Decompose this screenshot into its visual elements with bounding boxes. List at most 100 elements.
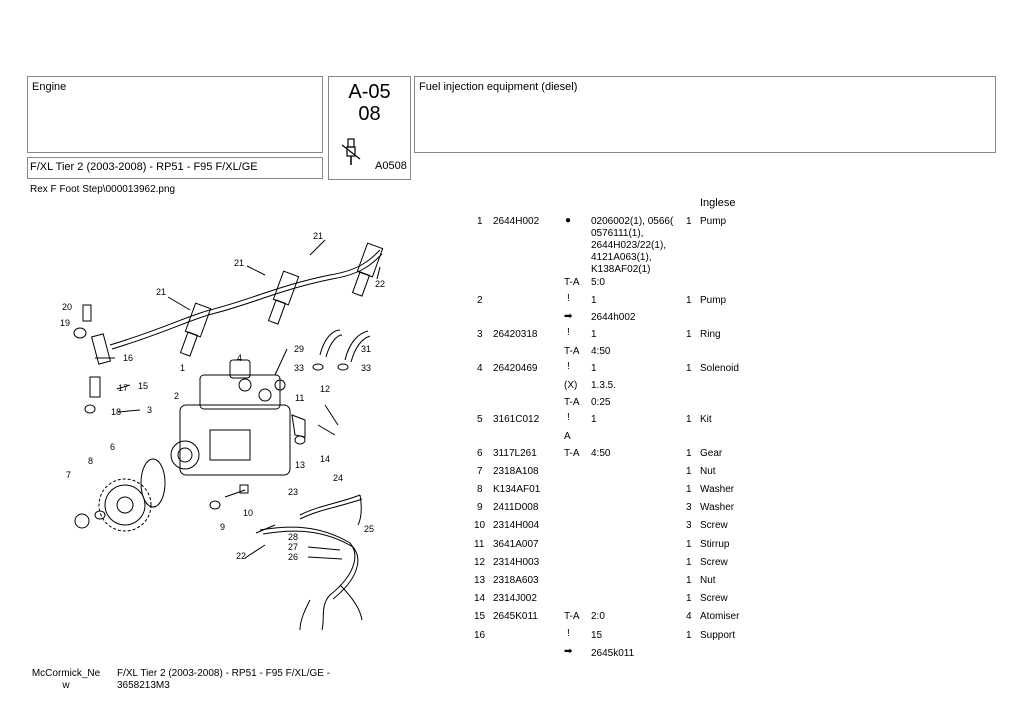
callout: 4 [237,353,243,363]
callout: 27 [288,542,299,552]
arrow-icon: ➡ [564,311,573,322]
part-qty: 3 [686,502,692,513]
part-note: 1 [591,295,597,306]
part-desc: Washer [700,502,735,513]
callout: 26 [288,552,299,562]
callout: 3 [147,405,153,415]
code-small: A0508 [375,160,407,172]
part-symbol: ● [565,215,572,226]
callout: 25 [364,524,375,534]
callout: 10 [243,508,254,518]
injector-3 [351,242,384,297]
callout: 13 [295,460,306,470]
model-title: F/XL Tier 2 (2003-2008) - RP51 - F95 F/X… [30,161,258,173]
callout: 20 [62,302,73,312]
footer-model-line2: 3658213M3 [117,680,170,691]
part-number: 16 [474,630,486,641]
wiring-harness [259,494,363,631]
callout: 17 [118,383,129,393]
part-number: 11 [474,539,485,550]
code-box: A-05 08 A0508 [328,76,411,180]
part-note: 15 [591,630,603,641]
part-note: 0206002(1), 0566( 0576111(1), 2644H023/2… [591,216,674,275]
part-desc: Pump [700,295,727,306]
callout: 22 [375,279,386,289]
callout: 2 [174,391,180,401]
callout: 21 [156,287,167,297]
part-number: 7 [477,466,483,477]
part-code: 2644H002 [493,216,540,227]
part-desc: Solenoid [700,363,739,374]
part-desc: Screw [700,520,728,531]
part-note: 0:25 [591,397,611,408]
callout: 11 [295,393,305,403]
return-line [109,249,381,346]
part-desc: Washer [700,484,735,495]
exploded-diagram [73,239,384,631]
part-note: 4:50 [591,448,611,459]
part-qty: 1 [686,466,692,477]
callout: 28 [288,532,299,542]
part-symbol: ! [567,412,570,423]
group-title: Engine [32,81,67,93]
part-number: 10 [474,520,486,531]
part-number: 6 [477,448,483,459]
part-qty: 1 [686,295,692,306]
part-note: 2:0 [591,611,605,622]
part-note: 2645k011 [591,648,635,659]
part-symbol: T-A [564,611,580,622]
footer-model-line1: F/XL Tier 2 (2003-2008) - RP51 - F95 F/X… [117,668,331,679]
callout: 1 [180,363,186,373]
part-qty: 1 [686,539,692,550]
footer-brand-text: McCormick_New [31,668,101,691]
part-number: 12 [474,557,486,568]
callout: 29 [294,344,305,354]
callout: 33 [361,363,372,373]
model-box: F/XL Tier 2 (2003-2008) - RP51 - F95 F/X… [27,157,323,179]
footer-brand: McCormick_New [30,668,102,692]
gear [98,478,152,532]
part-code: 3161C012 [493,414,540,425]
part-desc: Screw [700,557,728,568]
part-desc: Screw [700,593,728,604]
part-desc: Ring [700,329,721,340]
callout: 23 [288,487,299,497]
injector-2 [267,270,300,325]
part-code: 2645K011 [493,611,538,622]
pump-body [170,359,291,476]
callout: 31 [361,344,372,354]
arrow-icon: ➡ [564,646,573,657]
part-note: 2644h002 [591,312,636,323]
part-symbol: T-A [564,277,580,288]
callout: 12 [320,384,331,394]
part-qty: 1 [686,575,692,586]
part-symbol: (X) [564,380,578,391]
part-desc: Nut [700,466,716,477]
column-language: Inglese [700,197,736,209]
part-qty: 1 [686,329,692,340]
callout: 19 [60,318,71,328]
footer-model: F/XL Tier 2 (2003-2008) - RP51 - F95 F/X… [117,668,330,692]
part-code: 2318A603 [493,575,539,586]
callout: 18 [111,407,122,417]
part-qty: 3 [686,520,692,531]
part-symbol: ! [567,628,570,639]
callout: 33 [294,363,305,373]
part-desc: Pump [700,216,727,227]
part-qty: 1 [686,557,692,568]
part-note: 4:50 [591,346,611,357]
callout: 7 [66,470,72,480]
callout: 8 [88,456,94,466]
part-symbol: T-A [564,397,580,408]
part-symbol: T-A [564,346,580,357]
part-number: 13 [474,575,486,586]
part-symbol: ! [567,293,570,304]
part-code: 2318A108 [493,466,539,477]
part-desc: Support [700,630,736,641]
injector-1 [179,302,212,357]
image-filename: Rex F Foot Step\000013962.png [30,184,176,195]
callout: 16 [123,353,134,363]
part-qty: 1 [686,630,692,641]
part-number: 2 [477,295,483,306]
section-title: Fuel injection equipment (diesel) [419,81,578,93]
